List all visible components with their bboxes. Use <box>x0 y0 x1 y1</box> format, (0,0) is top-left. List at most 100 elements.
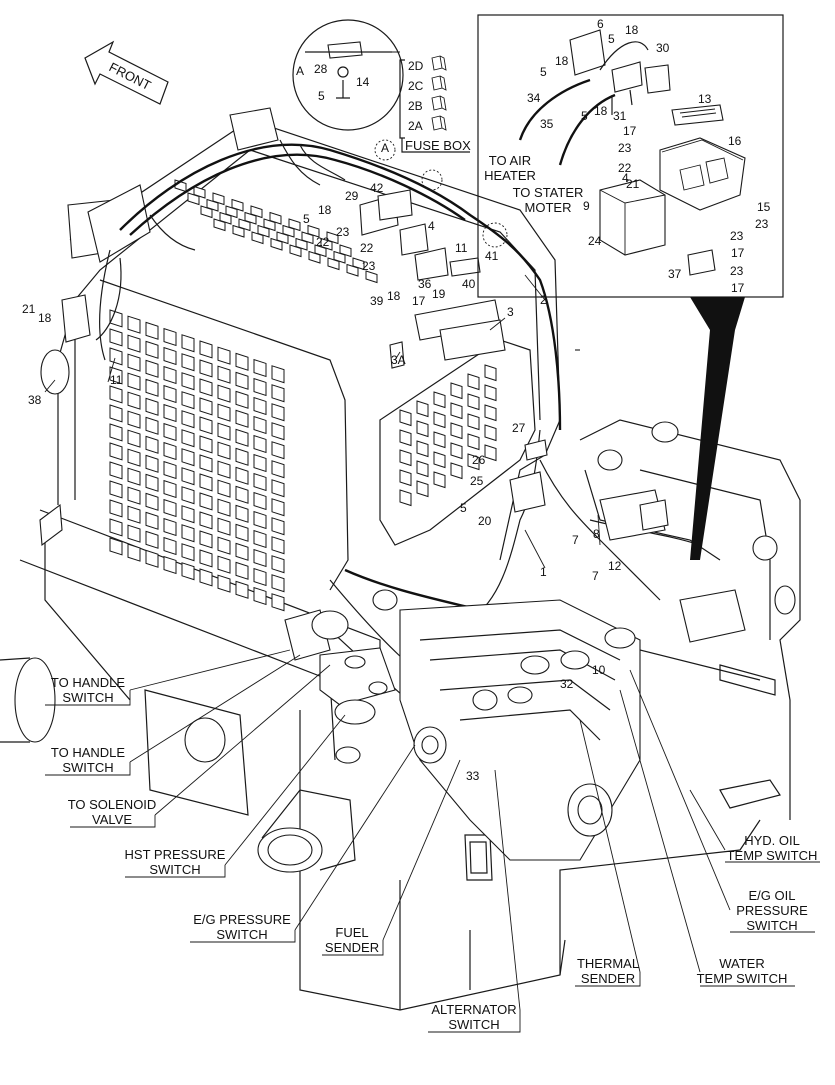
grille-cell <box>253 434 267 454</box>
window-cell <box>433 471 446 489</box>
window-cell <box>450 442 463 460</box>
grille-cell <box>235 561 249 580</box>
part-number-n4: 4 <box>428 219 435 233</box>
roof-grille <box>174 179 378 284</box>
grille-cell <box>127 467 141 486</box>
roof-cell <box>301 231 314 245</box>
eg-pressure-switch-line-2: SWITCH <box>216 927 267 942</box>
grille-cell <box>127 524 141 543</box>
grille-cell <box>181 391 195 410</box>
grille-cell <box>163 498 177 518</box>
sensor-40 <box>449 257 481 277</box>
part-number-n23e: 23 <box>730 229 744 243</box>
part-number-n10: 10 <box>592 663 606 677</box>
window-cell <box>416 440 429 458</box>
grille-cell <box>181 486 195 505</box>
grille-cell <box>253 358 267 378</box>
window-cell <box>467 413 480 431</box>
grille-cell <box>127 410 141 429</box>
hyd-oil-temp-switch-line-2: TEMP SWITCH <box>727 848 818 863</box>
roof-cell <box>187 192 200 206</box>
grille-cell <box>181 429 195 448</box>
grille-cell <box>181 543 195 562</box>
grille-cell <box>271 441 285 460</box>
work-lamps <box>39 107 279 547</box>
grille-cell <box>235 580 249 599</box>
grille-cell <box>109 385 123 404</box>
part-number-n18f: 18 <box>594 104 608 118</box>
grille-cell <box>109 423 123 442</box>
part-number-n23d: 23 <box>755 217 769 231</box>
grille-cell <box>199 473 213 492</box>
grille-cell <box>181 372 195 391</box>
window-cell <box>450 382 463 400</box>
grille-cell <box>199 359 213 378</box>
roof-cell <box>327 257 340 271</box>
to-solenoid-valve-line-1: TO SOLENOID <box>68 797 157 812</box>
part-number-n20: 20 <box>478 514 492 528</box>
grille-cell <box>145 473 159 492</box>
roof-cell <box>314 244 327 258</box>
fuse-box <box>399 55 470 153</box>
roof-cell <box>352 257 365 271</box>
grille-cell <box>235 371 249 390</box>
grille-cell <box>271 479 285 498</box>
window-cell <box>433 451 446 469</box>
part-number-n35: 35 <box>540 117 554 131</box>
grille-cell <box>199 340 213 359</box>
fuse-label: 2D <box>408 59 424 73</box>
grille-cell <box>145 511 159 530</box>
part-number-n30: 30 <box>656 41 670 55</box>
horn-38 <box>40 349 70 395</box>
to-solenoid-valve-line-2: VALVE <box>92 812 132 827</box>
grille-cell <box>253 529 267 549</box>
water-temp-switch-line-2: TEMP SWITCH <box>697 971 788 986</box>
grille-cell <box>127 315 141 334</box>
grille-cell <box>235 485 249 504</box>
thermal-sender-line-2: SENDER <box>581 971 635 986</box>
alternator-switch-line-2: SWITCH <box>448 1017 499 1032</box>
roof-cell <box>339 244 352 258</box>
grille-cell <box>109 442 123 461</box>
eg-oil-pressure-switch-line-3: SWITCH <box>746 918 797 933</box>
grille-cell <box>163 346 177 366</box>
window-cell <box>416 480 429 498</box>
part-number-n17a: 17 <box>412 294 426 308</box>
window-cell <box>399 489 412 507</box>
part-number-a2: A <box>381 141 389 155</box>
grille-cell <box>127 372 141 391</box>
front-label: FRONT <box>107 59 154 93</box>
part-number-n17d: 17 <box>731 281 745 295</box>
grille-cell <box>181 410 195 429</box>
roof-cell <box>232 224 245 238</box>
grille-cell <box>253 510 267 530</box>
window-cell <box>433 391 446 409</box>
grille-cell <box>163 517 177 537</box>
inset-starter-detail <box>477 14 784 560</box>
part-number-n41: 41 <box>485 249 499 263</box>
grille-cell <box>145 549 159 568</box>
roof-cell <box>270 237 283 251</box>
roof-cell <box>346 263 359 277</box>
grille-cell <box>253 453 267 473</box>
alternator-switch-line-1: ALTERNATOR <box>431 1002 516 1017</box>
grille-cell <box>199 435 213 454</box>
to-starter-motor-line-2: MOTER <box>525 200 572 215</box>
to-handle-switch-2-line-1: TO HANDLE <box>51 745 125 760</box>
grille-cell <box>271 593 285 612</box>
part-number-n18a: 18 <box>318 203 332 217</box>
roof-cell <box>326 231 339 245</box>
part-number-n38: 38 <box>28 393 42 407</box>
roof-cell <box>238 218 251 232</box>
roof-cell <box>365 270 378 284</box>
grille-cell <box>217 536 231 555</box>
grille-cell <box>145 416 159 435</box>
part-number-n24: 24 <box>588 234 602 248</box>
part-number-n15: 15 <box>757 200 771 214</box>
grille-cell <box>199 549 213 568</box>
components <box>40 189 669 541</box>
engine-assembly <box>284 589 746 861</box>
